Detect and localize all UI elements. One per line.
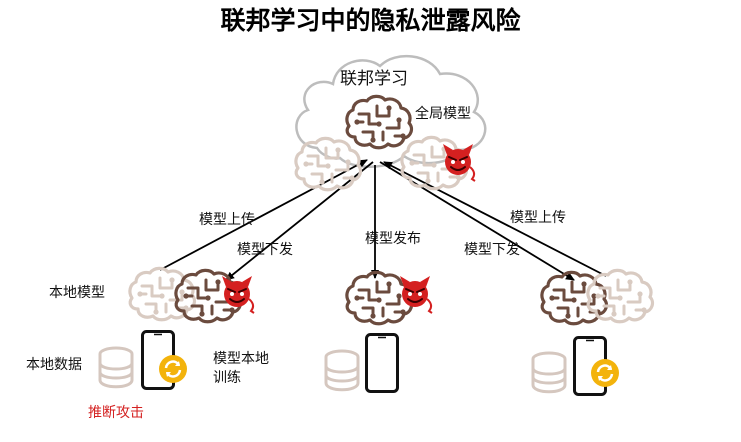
faded-neural-net-icon	[586, 268, 655, 324]
database-icon	[98, 346, 134, 389]
model-download-left-label: 模型下发	[237, 242, 293, 258]
local-data-label: 本地数据	[26, 357, 82, 373]
federated-learning-label: 联邦学习	[340, 69, 408, 89]
diagram-title: 联邦学习中的隐私泄露风险	[220, 6, 521, 35]
model-publish-label: 模型发布	[365, 231, 421, 247]
global-model-label: 全局模型	[415, 106, 471, 122]
arrow-download-left	[225, 161, 374, 281]
model-download-right-label: 模型下发	[464, 242, 520, 258]
sync-cycle-icon	[157, 353, 189, 385]
smartphone-icon	[365, 333, 399, 393]
model-upload-right-label: 模型上传	[510, 210, 566, 226]
database-icon	[531, 351, 567, 394]
attacker-devil-icon	[399, 275, 433, 314]
model-upload-left-label: 模型上传	[199, 212, 255, 228]
local-model-label: 本地模型	[49, 285, 105, 301]
database-icon	[324, 349, 360, 392]
inference-attack-label: 推断攻击	[88, 405, 144, 421]
sync-cycle-icon	[589, 357, 621, 389]
local-training-label: 模型本地 训练	[213, 351, 269, 386]
arrow-upload-right	[383, 161, 607, 277]
